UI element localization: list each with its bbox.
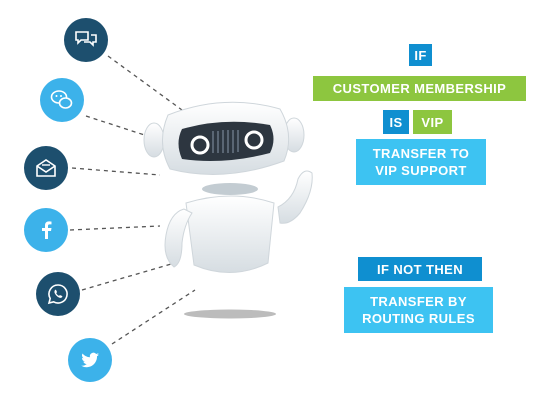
twitter-icon [68, 338, 112, 382]
vip-action-line2: VIP SUPPORT [375, 163, 467, 178]
vip-action-line1: TRANSFER TO [372, 146, 470, 161]
routing-action-line2: ROUTING RULES [362, 311, 475, 326]
robot-shadow [184, 309, 276, 319]
wechat-icon [40, 78, 84, 122]
email-icon [24, 146, 68, 190]
is-label: IS [383, 110, 409, 134]
facebook-icon [24, 208, 68, 252]
connector-wechat [85, 115, 167, 143]
routing-action-line1: TRANSFER BY [370, 294, 467, 309]
routing-rules-action: TRANSFER BY ROUTING RULES [344, 287, 493, 333]
else-label: IF NOT THEN [358, 257, 482, 281]
if-label: IF [409, 44, 432, 66]
connector-twitter [111, 289, 196, 345]
connector-email [71, 167, 161, 176]
vip-value-label: VIP [413, 110, 452, 134]
whatsapp-icon [36, 272, 80, 316]
chatbot-robot-illustration [143, 101, 313, 319]
condition-label: CUSTOMER MEMBERSHIP [313, 76, 526, 101]
vip-support-action: TRANSFER TO VIP SUPPORT [356, 139, 486, 185]
connector-facebook [69, 225, 161, 231]
chat-bubbles-icon [64, 18, 108, 62]
connector-whatsapp [81, 261, 179, 291]
